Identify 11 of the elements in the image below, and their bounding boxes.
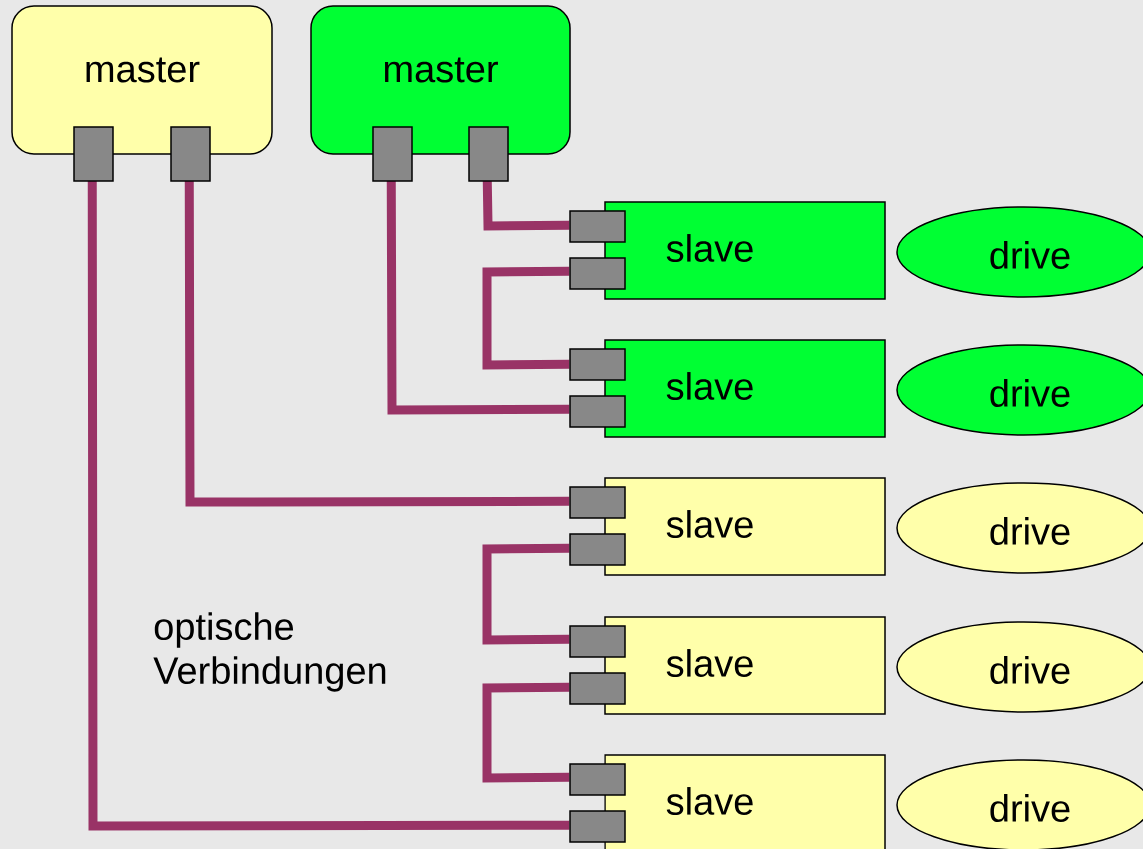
slave-box: slave [604, 339, 886, 438]
optical-line [184, 180, 570, 507]
slave-box: slave [604, 754, 886, 849]
slave-box: slave [604, 201, 886, 300]
slave-box: slave [604, 616, 886, 715]
slave-box: slave [604, 477, 886, 576]
master-box: master [310, 5, 571, 155]
optical-line [87, 180, 570, 831]
master-box: master [11, 5, 273, 155]
optical-line [386, 180, 570, 415]
note-text: optische Verbindungen [153, 612, 386, 692]
